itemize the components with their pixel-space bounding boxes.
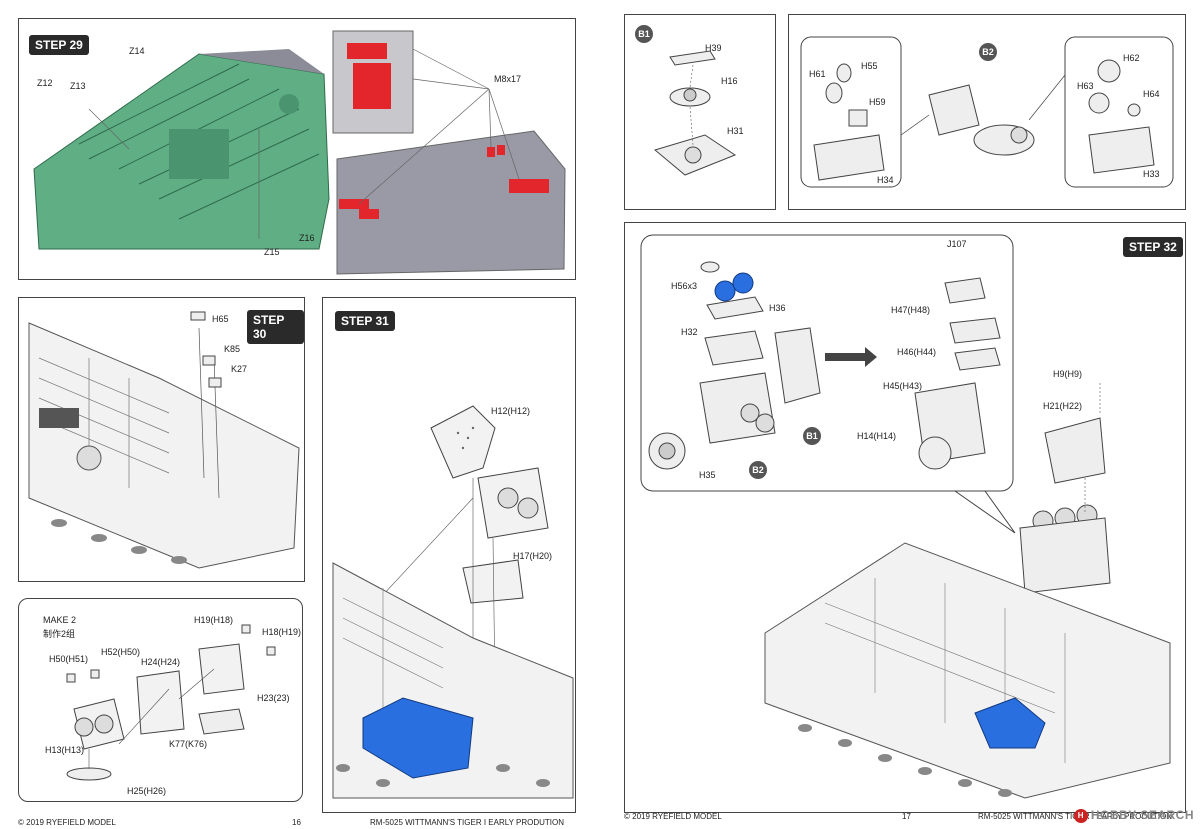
b1-badge: B1 <box>635 25 653 43</box>
make2-subtitle: 制作2组 <box>43 629 76 639</box>
step32-tag: STEP 32 <box>1123 237 1183 257</box>
label-h62: H62 <box>1123 53 1140 63</box>
right-footer-copyright: © 2019 RYEFIELD MODEL <box>624 812 722 821</box>
step30-tag: STEP 30 <box>247 310 304 344</box>
watermark-logo-icon: H <box>1073 809 1088 823</box>
label-h17: H17(H20) <box>513 551 553 561</box>
label-h13: H13(H13) <box>45 745 85 755</box>
left-footer-page-number: 16 <box>292 818 301 827</box>
label-h32: H32 <box>681 327 698 337</box>
step31-tag: STEP 31 <box>335 311 395 331</box>
step29-panel: STEP 29 Z14 Z12 Z13 Z15 Z16 M8x17 <box>18 18 576 280</box>
step32-badge-b1: B1 <box>803 427 821 445</box>
label-h46: H46(H44) <box>897 347 937 357</box>
b2-parts-render <box>800 36 1174 188</box>
label-h55: H55 <box>861 61 878 71</box>
label-j107: J107 <box>947 239 967 249</box>
label-h31: H31 <box>727 126 744 136</box>
step30-panel: STEP 30 H65 K85 K27 <box>18 297 305 582</box>
label-h65: H65 <box>212 314 229 324</box>
step31-hull-render <box>332 405 574 799</box>
label-h12: H12(H12) <box>491 406 531 416</box>
label-h64: H64 <box>1143 89 1160 99</box>
label-h21: H21(H22) <box>1043 401 1083 411</box>
b1-parts-render <box>653 50 737 176</box>
label-h36: H36 <box>769 303 786 313</box>
label-h23: H23(23) <box>257 693 290 703</box>
label-h9: H9(H9) <box>1053 369 1083 379</box>
right-footer-page-number: 17 <box>902 812 911 821</box>
label-h16: H16 <box>721 76 738 86</box>
label-k77: K77(K76) <box>169 739 208 749</box>
step32-badge-b2: B2 <box>749 461 767 479</box>
label-h35: H35 <box>699 470 716 480</box>
label-h52: H52(H50) <box>101 647 141 657</box>
label-m8x17: M8x17 <box>494 74 522 84</box>
step32-render <box>640 234 1171 799</box>
watermark-text: HOBBY SEARCH <box>1090 808 1194 823</box>
step32-panel: STEP 32 <box>624 222 1186 813</box>
label-h19: H19(H18) <box>194 615 234 625</box>
label-h24: H24(H24) <box>141 657 181 667</box>
b2-badge: B2 <box>979 43 997 61</box>
label-k27: K27 <box>231 364 248 374</box>
make2-parts-render <box>66 624 276 781</box>
step31-panel: STEP 31 H12(H12) H17(H20) <box>322 297 576 813</box>
b1-panel: B1 H39 H16 H31 <box>624 14 776 210</box>
label-h61: H61 <box>809 69 826 79</box>
label-h45: H45(H43) <box>883 381 923 391</box>
left-footer-copyright: © 2019 RYEFIELD MODEL <box>18 818 116 827</box>
label-h63: H63 <box>1077 81 1094 91</box>
label-k85: K85 <box>224 344 241 354</box>
label-h33: H33 <box>1143 169 1160 179</box>
label-h50: H50(H51) <box>49 654 89 664</box>
label-h39: H39 <box>705 43 722 53</box>
label-h47: H47(H48) <box>891 305 931 315</box>
step29-tag: STEP 29 <box>29 35 89 55</box>
b2-panel: B2 H61 H55 H59 H34 H62 H63 H64 H33 <box>788 14 1186 210</box>
label-z16: Z16 <box>299 233 315 243</box>
label-h14: H14(H14) <box>857 431 897 441</box>
label-z12: Z12 <box>37 78 53 88</box>
label-h25: H25(H26) <box>127 786 167 796</box>
step30-hull-render <box>28 311 300 569</box>
make2-title: MAKE 2 <box>43 615 77 625</box>
label-z14: Z14 <box>129 46 145 56</box>
step29-green-render <box>33 30 566 275</box>
label-z13: Z13 <box>70 81 86 91</box>
make2-panel: MAKE 2 制作2组 H19(H18) H18(H19) H50(H51) H… <box>18 598 303 802</box>
label-h56x3: H56x3 <box>671 281 698 291</box>
label-h18: H18(H19) <box>262 627 302 637</box>
left-footer-product: RM-5025 WITTMANN'S TIGER I EARLY PRODUTI… <box>370 818 564 827</box>
label-h34: H34 <box>877 175 894 185</box>
label-h59: H59 <box>869 97 886 107</box>
label-z15: Z15 <box>264 247 280 257</box>
